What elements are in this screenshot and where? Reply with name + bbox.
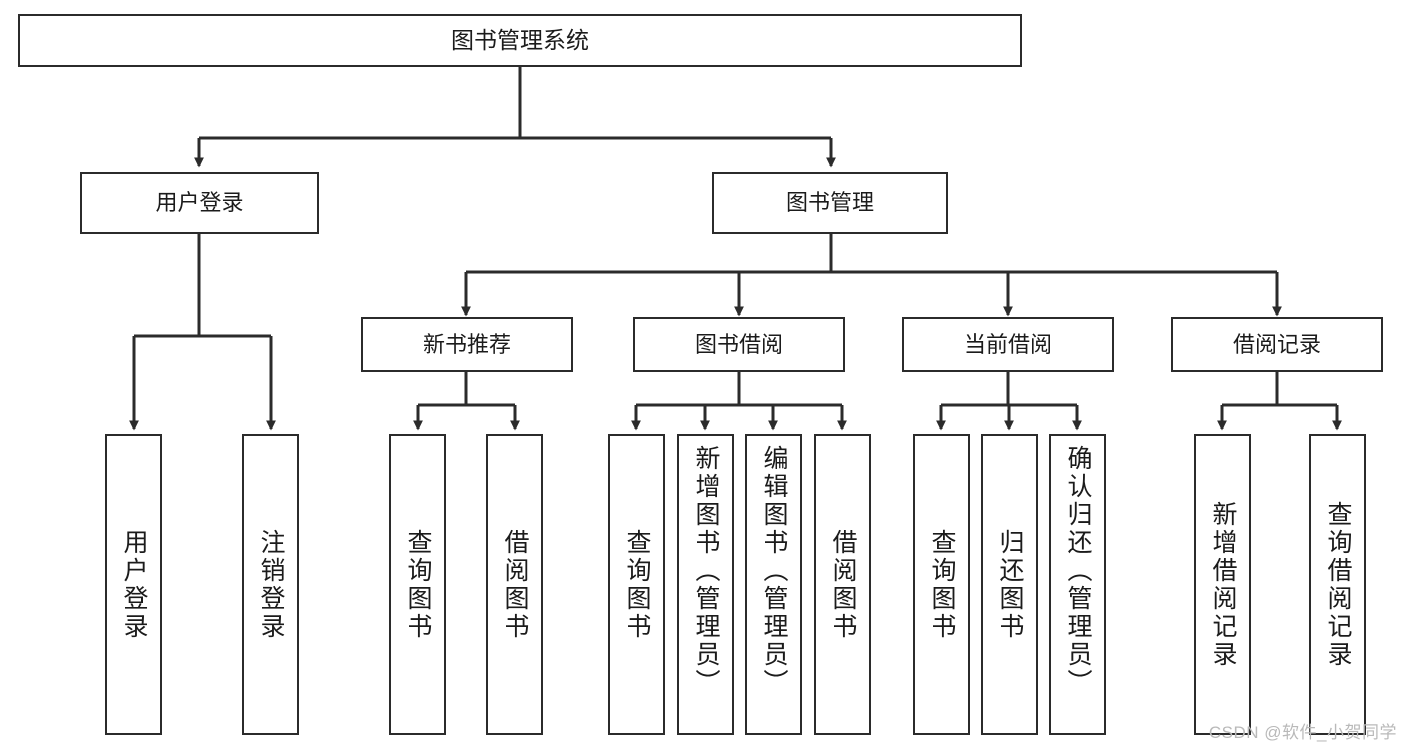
node-label: 编辑图书（管理员） <box>760 445 788 697</box>
node-label: 借阅图书 <box>501 528 529 641</box>
leaf-current-borrow-confirm-return-admin[interactable]: 确认归还（管理员） <box>1049 434 1106 735</box>
leaf-book-borrow-query-book[interactable]: 查询图书 <box>608 434 665 735</box>
leaf-borrow-record-add-record[interactable]: 新增借阅记录 <box>1194 434 1251 735</box>
node-label: 图书借阅 <box>694 331 783 357</box>
node-label: 查询图书 <box>623 528 651 641</box>
node-label: 图书管理 <box>785 190 874 216</box>
node-borrow-record[interactable]: 借阅记录 <box>1171 317 1383 372</box>
leaf-current-borrow-return-book[interactable]: 归还图书 <box>981 434 1038 735</box>
leaf-book-borrow-edit-book-admin[interactable]: 编辑图书（管理员） <box>745 434 802 735</box>
leaf-current-borrow-query-book[interactable]: 查询图书 <box>913 434 970 735</box>
leaf-new-book-query-book[interactable]: 查询图书 <box>389 434 446 735</box>
node-book-management[interactable]: 图书管理 <box>712 172 948 234</box>
leaf-user-login-login[interactable]: 用户登录 <box>105 434 162 735</box>
node-label: 注销登录 <box>257 528 285 641</box>
node-label: 当前借阅 <box>963 331 1052 357</box>
node-label: 确认归还（管理员） <box>1064 445 1092 697</box>
node-label: 新增借阅记录 <box>1209 500 1237 669</box>
node-book-borrow[interactable]: 图书借阅 <box>633 317 845 372</box>
node-label: 图书管理系统 <box>451 26 589 53</box>
node-label: 新增图书（管理员） <box>692 445 720 697</box>
leaf-user-login-logout[interactable]: 注销登录 <box>242 434 299 735</box>
node-label: 查询图书 <box>928 528 956 641</box>
leaf-book-borrow-add-book-admin[interactable]: 新增图书（管理员） <box>677 434 734 735</box>
node-label: 借阅图书 <box>829 528 857 641</box>
node-label: 借阅记录 <box>1232 331 1321 357</box>
node-label: 新书推荐 <box>422 331 511 357</box>
node-label: 用户登录 <box>155 190 244 216</box>
node-new-book-recommend[interactable]: 新书推荐 <box>361 317 573 372</box>
node-root-book-management-system[interactable]: 图书管理系统 <box>18 14 1022 67</box>
node-label: 归还图书 <box>996 528 1024 641</box>
node-user-login[interactable]: 用户登录 <box>80 172 319 234</box>
node-label: 查询图书 <box>404 528 432 641</box>
node-label: 查询借阅记录 <box>1324 500 1352 669</box>
csdn-watermark: CSDN @软件_小贺同学 <box>1208 723 1397 742</box>
leaf-book-borrow-borrow-book[interactable]: 借阅图书 <box>814 434 871 735</box>
node-label: 用户登录 <box>120 528 148 641</box>
node-current-borrow[interactable]: 当前借阅 <box>902 317 1114 372</box>
leaf-borrow-record-query-record[interactable]: 查询借阅记录 <box>1309 434 1366 735</box>
leaf-new-book-borrow-book[interactable]: 借阅图书 <box>486 434 543 735</box>
